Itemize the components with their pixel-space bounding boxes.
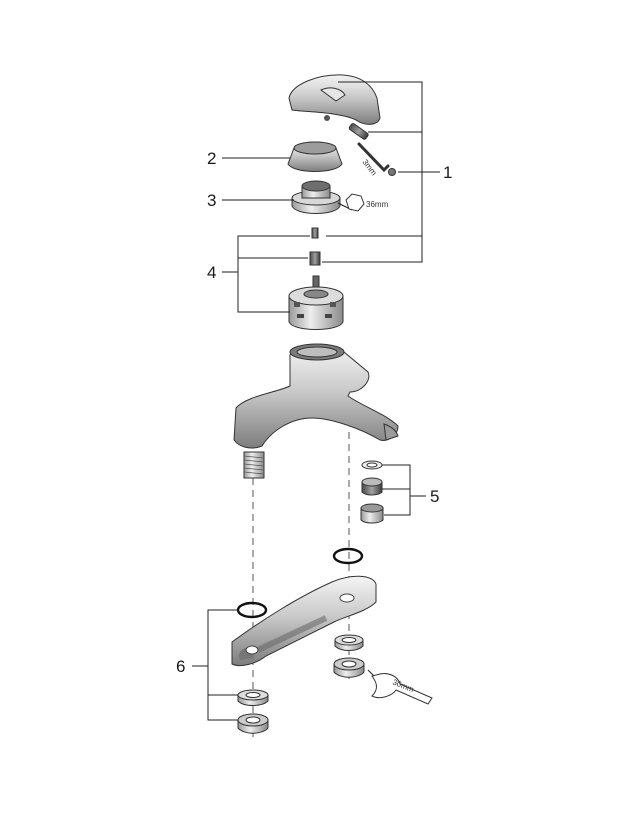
o-ring [332,547,364,565]
fixing-nut [333,657,365,678]
o-ring [236,601,268,619]
callout-5: 5 [430,487,439,506]
fixing-nut [237,713,269,734]
callout-6: 6 [176,657,185,676]
mixer-cartridge [288,275,344,330]
callout-3: 3 [207,191,216,210]
washer [237,689,269,706]
spanner-tool: 30mm [367,669,433,705]
washer [334,634,364,651]
aerator-assembly [360,460,384,524]
callout-4: 4 [207,263,216,282]
nut-wrench-symbol: 36mm [337,193,389,212]
cover-cap [287,141,343,172]
nut-wrench-size-label: 36mm [366,200,389,209]
leader-lines [192,81,440,721]
base-plate [231,575,377,667]
spindle-extension [309,227,321,266]
cartridge-nut [291,180,341,214]
callout-1: 1 [443,163,452,182]
callout-2: 2 [207,149,216,168]
hex-key: 3mm [357,142,396,178]
grub-screw [348,123,369,140]
handle-lever [288,74,381,125]
faucet-body [233,343,399,479]
